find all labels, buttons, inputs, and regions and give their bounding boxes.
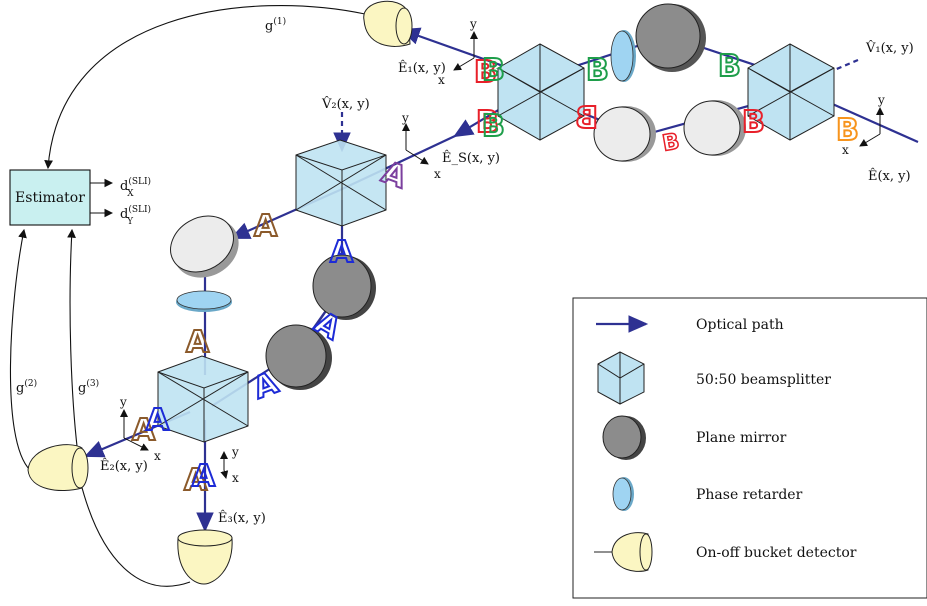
feedback-g1 bbox=[44, 5, 366, 170]
detector-3 bbox=[177, 529, 233, 585]
glyph-a-blue-1: A bbox=[330, 235, 354, 270]
label-es: Ê_S(x, y) bbox=[442, 150, 500, 166]
output-dy: d(SLI)Y bbox=[120, 204, 151, 227]
glyph-b-red-3: B bbox=[474, 55, 497, 90]
glyph-a-blue-5: A bbox=[192, 459, 216, 494]
beamsplitter-lower bbox=[157, 355, 249, 443]
mirror-middle-dark bbox=[312, 254, 376, 320]
beamsplitter-top-right bbox=[747, 43, 835, 141]
label-e3: Ê₃(x, y) bbox=[218, 510, 266, 526]
glyph-b-green-2: B bbox=[586, 53, 609, 88]
beamsplitter-middle bbox=[295, 139, 387, 227]
label-v2: V̂₂(x, y) bbox=[321, 96, 370, 112]
axis-x-2: x bbox=[434, 167, 441, 181]
glyph-a-blue-4: A bbox=[146, 403, 170, 438]
axis-y-5: y bbox=[231, 445, 239, 459]
legend-beamsplitter-icon bbox=[597, 351, 645, 405]
glyph-b-green-1: B bbox=[718, 49, 741, 84]
label-e2: Ê₂(x, y) bbox=[100, 458, 148, 474]
detector-1 bbox=[363, 0, 413, 47]
label-g3: g(3) bbox=[78, 378, 99, 396]
legend-mirror-icon bbox=[602, 415, 646, 460]
legend: Optical path 50:50 beamsplitter Plane mi… bbox=[572, 297, 927, 599]
estimator-block: Estimator d(SLI)X d(SLI)Y bbox=[9, 169, 151, 227]
axis-x-3: x bbox=[842, 143, 849, 157]
glyph-b-green-3: B bbox=[482, 53, 505, 88]
detector-2 bbox=[27, 444, 89, 491]
output-dx: d(SLI)X bbox=[120, 176, 151, 199]
label-g2: g(2) bbox=[16, 378, 37, 396]
axis-y-2: y bbox=[401, 111, 409, 125]
glyph-b-red-2: B bbox=[575, 101, 598, 136]
legend-retarder: Phase retarder bbox=[696, 487, 803, 503]
legend-mirror: Plane mirror bbox=[696, 430, 787, 446]
axis-y-4: y bbox=[119, 395, 127, 409]
retarder-left bbox=[176, 290, 232, 312]
axis-x-4: x bbox=[154, 449, 161, 463]
glyph-a-brown-1: A bbox=[254, 209, 278, 244]
legend-beamsplitter: 50:50 beamsplitter bbox=[696, 372, 831, 388]
legend-optical-path: Optical path bbox=[696, 317, 784, 333]
axis-x-1: x bbox=[438, 73, 445, 87]
axis-x-5: x bbox=[232, 471, 239, 485]
axis-y-1: y bbox=[469, 17, 477, 31]
glyph-b-red-thin: B bbox=[661, 129, 682, 157]
axis-y-3: y bbox=[877, 93, 885, 107]
beamsplitter-top-left bbox=[497, 43, 585, 141]
mirror-mid-light bbox=[593, 106, 656, 162]
legend-retarder-icon bbox=[612, 477, 634, 511]
glyph-a-brown-4: A bbox=[184, 463, 208, 498]
axes-groups bbox=[120, 31, 884, 479]
mirror-right-light bbox=[683, 100, 746, 156]
glyph-b-orange: B bbox=[836, 113, 859, 148]
mirror-top-dark bbox=[635, 3, 706, 72]
label-e: Ê(x, y) bbox=[868, 168, 911, 184]
mirror-lower-dark bbox=[265, 324, 332, 390]
legend-detector: On-off bucket detector bbox=[696, 545, 857, 561]
label-e1: Ê₁(x, y) bbox=[398, 60, 446, 76]
feedback-g3-detector3 bbox=[79, 479, 191, 587]
estimator-label: Estimator bbox=[15, 190, 85, 206]
mirror-left-light bbox=[170, 215, 239, 278]
glyph-b-red-1: B bbox=[742, 105, 765, 140]
glyph-a-brown-3: A bbox=[132, 413, 156, 448]
retarder-top bbox=[610, 30, 636, 82]
label-g1: g(1) bbox=[265, 16, 286, 34]
feedback-g2 bbox=[9, 228, 31, 471]
glyph-b-red-4: B bbox=[476, 105, 499, 140]
label-v1: V̂₁(x, y) bbox=[865, 40, 914, 56]
beam-to-detector-1 bbox=[399, 27, 521, 74]
feedback-g3 bbox=[67, 228, 81, 471]
feedback-lines bbox=[9, 5, 366, 587]
legend-detector-icon bbox=[594, 532, 653, 572]
glyph-b-green-4: B bbox=[482, 109, 505, 144]
v1-beam bbox=[819, 58, 859, 78]
glyph-a-brown-2: A bbox=[186, 325, 210, 360]
